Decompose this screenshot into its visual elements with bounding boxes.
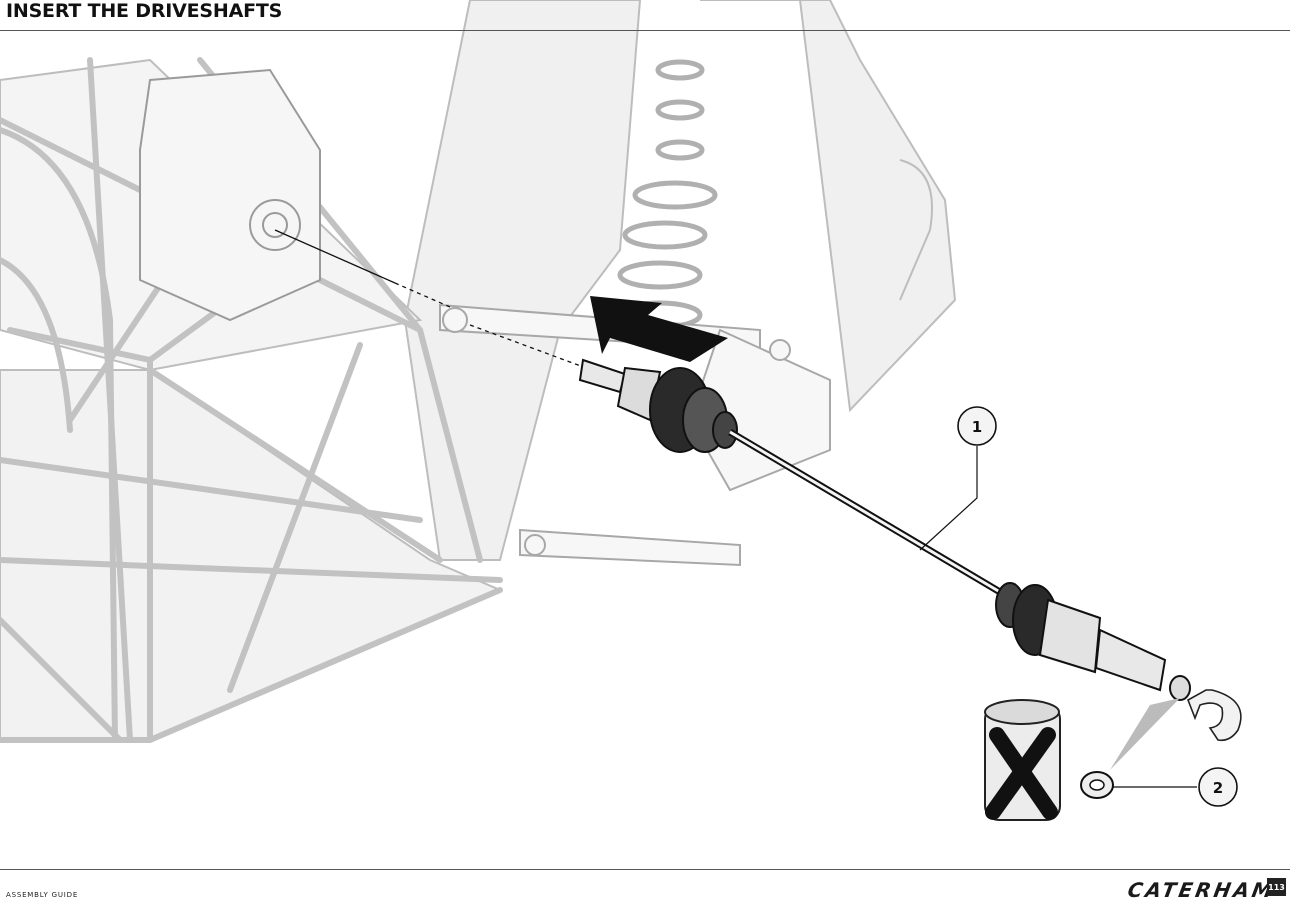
nut-detail <box>1080 698 1180 799</box>
callout-1: 1 <box>957 406 997 446</box>
insertion-guides <box>274 229 606 376</box>
do-not-reuse-cross-icon <box>984 699 1061 821</box>
tube-frame <box>0 57 503 743</box>
driveshaft <box>578 358 1191 701</box>
callout-leaders <box>919 446 1197 788</box>
callout-1-label: 1 <box>972 418 982 436</box>
brand-logo: CATERHAM <box>1125 878 1278 902</box>
rotate-arrow-icon <box>1187 689 1242 742</box>
callout-2-label: 2 <box>1213 779 1223 797</box>
page-number: 113 <box>1267 878 1286 896</box>
chassis-frame <box>0 0 957 741</box>
header-divider <box>0 30 1290 31</box>
driveshaft-illustration: 1 2 <box>0 0 1242 821</box>
callout-2: 2 <box>1198 767 1238 807</box>
footer-section-label: ASSEMBLY GUIDE <box>6 891 79 899</box>
coil-spring <box>617 59 718 330</box>
differential <box>139 68 321 322</box>
page-title: INSERT THE DRIVESHAFTS <box>6 0 287 22</box>
footer-divider <box>0 869 1290 870</box>
insert-arrow-icon <box>590 296 728 362</box>
